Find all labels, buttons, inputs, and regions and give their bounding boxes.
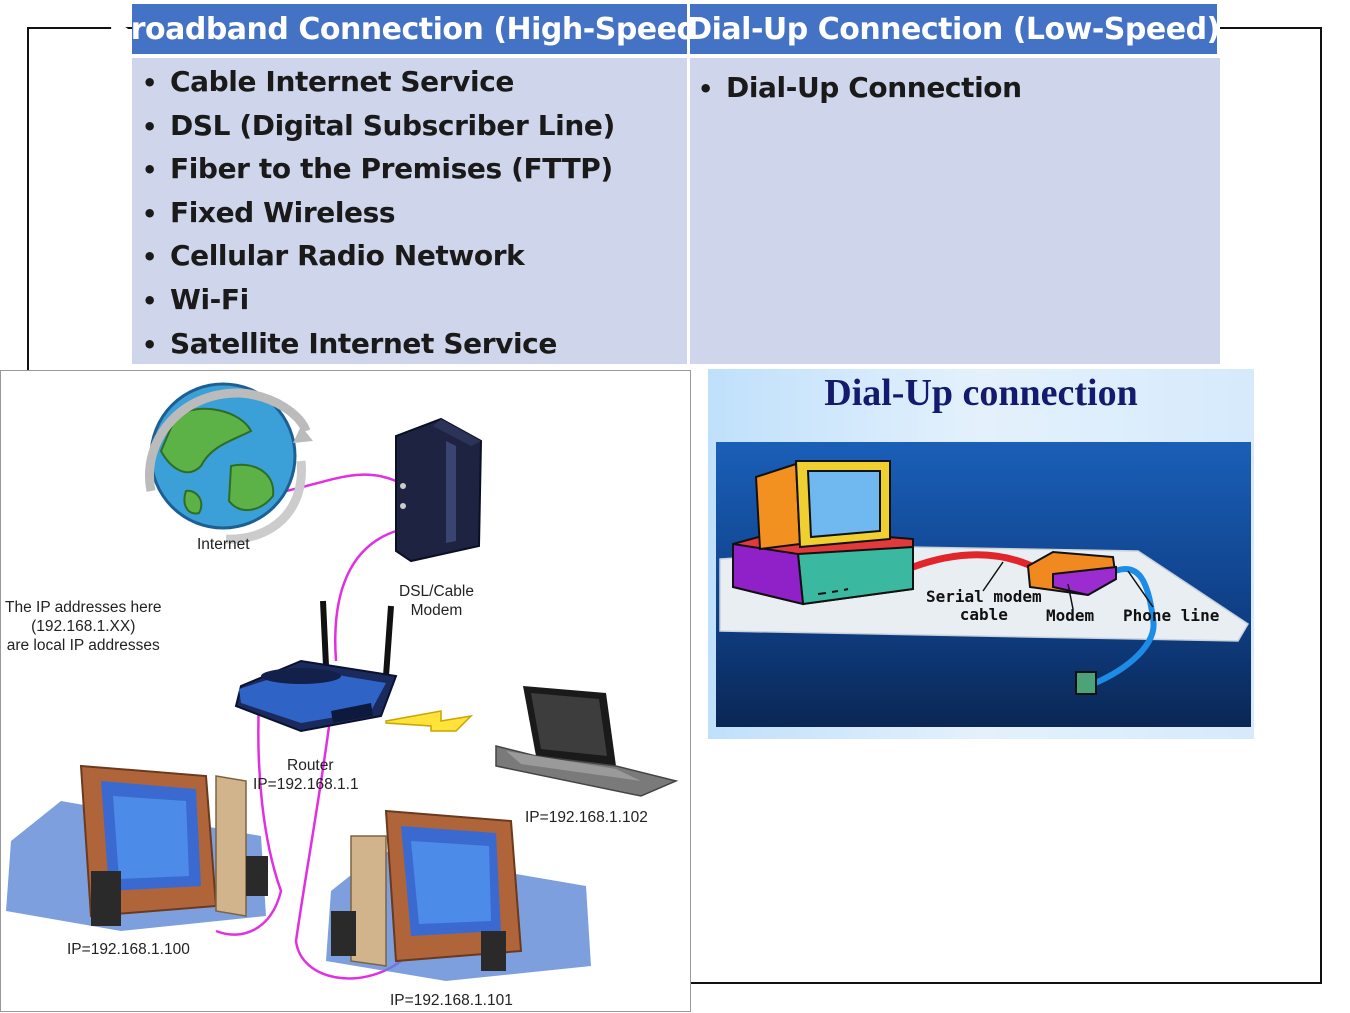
router-label: Router IP=192.168.1.1	[253, 756, 359, 794]
list-item: Fixed Wireless	[142, 195, 687, 239]
list-item: Fiber to the Premises (FTTP)	[142, 151, 687, 195]
dialup-cell: Dial-Up Connection	[690, 54, 1220, 364]
modem-label-line: Modem	[410, 602, 463, 619]
broadband-header: Broadband Connection (High-Speed)	[108, 4, 711, 54]
list-item: Dial-Up Connection	[698, 70, 1220, 114]
note-line: The IP addresses here	[5, 599, 162, 616]
list-item: Satellite Internet Service	[142, 326, 687, 370]
note-line: (192.168.1.XX)	[31, 618, 136, 635]
desktop-pc-icon	[326, 809, 591, 981]
callout-lines	[982, 561, 1154, 610]
network-cables	[215, 473, 402, 980]
router-icon	[234, 600, 398, 733]
dialup-title: Dial-Up connection	[824, 372, 1138, 414]
router-pc1-cable	[215, 700, 283, 936]
note-line: are local IP addresses	[6, 637, 160, 654]
list-item: Wi-Fi	[142, 282, 687, 326]
computer-icon	[732, 460, 914, 606]
dialup-illustration: Dial-Up connection	[708, 369, 1254, 739]
modem-router-cable	[334, 529, 397, 662]
desktop-pc-icon	[6, 764, 268, 931]
wireless-signal-icon	[385, 710, 474, 732]
list-item: DSL (Digital Subscriber Line)	[142, 108, 687, 152]
router-ip: IP=192.168.1.1	[253, 776, 359, 793]
dialup-header: Dial-Up Connection (Low-Speed)	[687, 4, 1220, 54]
list-item: Cellular Radio Network	[142, 238, 687, 282]
phone-line-cable	[1091, 566, 1157, 687]
phone-line-label: Phone line	[1123, 606, 1220, 625]
modem-label: DSL/Cable Modem	[399, 582, 474, 620]
modem-label: Modem	[1046, 606, 1095, 625]
modem-label-line: DSL/Cable	[399, 583, 474, 600]
wall-jack-icon	[1075, 671, 1097, 695]
dialup-scene	[716, 442, 1251, 727]
laptop-icon	[495, 686, 679, 797]
globe-icon	[145, 382, 313, 544]
home-network-diagram: Internet DSL/Cable Modem The IP addresse…	[0, 370, 691, 1012]
connection-comparison-table: Broadband Connection (High-Speed) Dial-U…	[108, 4, 1220, 364]
pc2-ip-label: IP=192.168.1.101	[390, 992, 513, 1009]
list-item: Cable Internet Service	[142, 64, 687, 108]
broadband-cell: Cable Internet Service DSL (Digital Subs…	[132, 54, 690, 364]
network-illustration	[6, 382, 679, 981]
pc1-ip-label: IP=192.168.1.100	[67, 941, 190, 958]
laptop-ip-label: IP=192.168.1.102	[525, 809, 648, 826]
modem-icon	[395, 417, 483, 563]
router-pc2-cable	[294, 710, 402, 980]
internet-label: Internet	[197, 536, 250, 553]
local-ip-note: The IP addresses here (192.168.1.XX) are…	[5, 598, 162, 655]
serial-label-line: Serial modem	[926, 587, 1042, 606]
router-name: Router	[287, 757, 334, 774]
broadband-list: Cable Internet Service DSL (Digital Subs…	[142, 64, 687, 369]
dialup-list: Dial-Up Connection	[698, 70, 1220, 114]
serial-cable-label: Serial modem cable	[926, 588, 1042, 624]
serial-label-line: cable	[959, 605, 1008, 624]
serial-cable	[911, 551, 1040, 573]
